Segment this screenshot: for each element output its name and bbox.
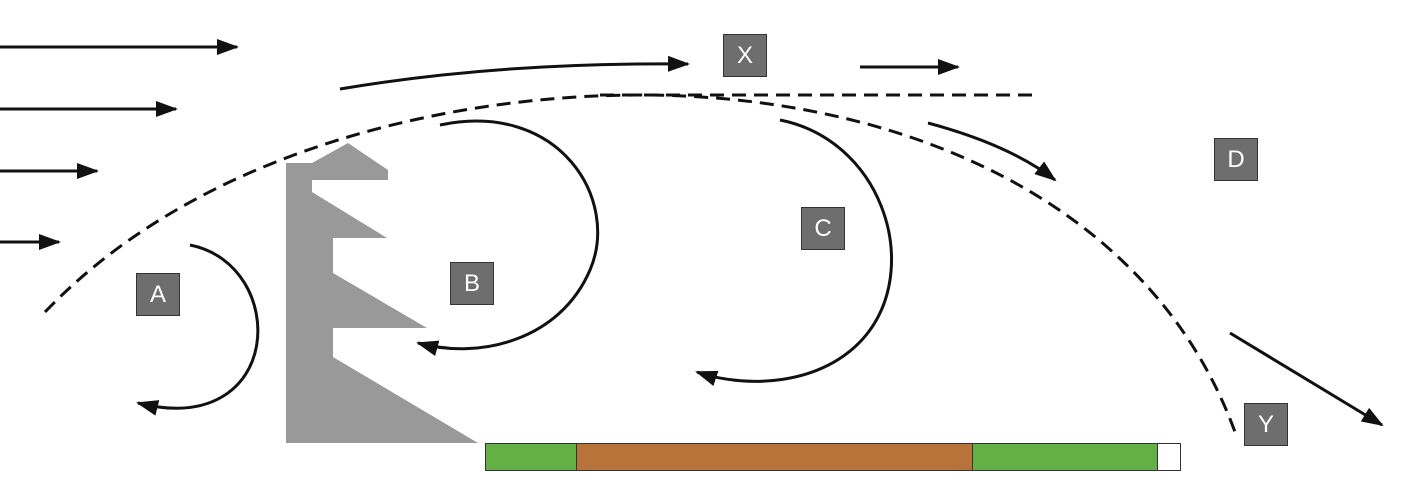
label-y: Y — [1244, 403, 1288, 446]
eddy-c-arrow — [695, 118, 893, 386]
eddy-b-arrow — [416, 119, 600, 356]
green-zone-far — [972, 443, 1158, 471]
label-b: B — [450, 262, 494, 305]
flow-arrow-exit — [1229, 331, 1384, 427]
flow-arrow-over-top — [339, 55, 690, 91]
green-zone-near — [485, 443, 577, 471]
eddy-a-arrow — [136, 243, 260, 416]
separation-boundary-dashed — [43, 93, 1237, 433]
label-x: X — [723, 34, 767, 77]
building-silhouette — [286, 143, 478, 443]
label-a: A — [136, 273, 180, 316]
label-c: C — [801, 207, 845, 250]
label-d: D — [1214, 138, 1258, 181]
flow-arrow-descending — [927, 121, 1057, 182]
white-zone — [1157, 443, 1181, 471]
brown-zone — [576, 443, 973, 471]
